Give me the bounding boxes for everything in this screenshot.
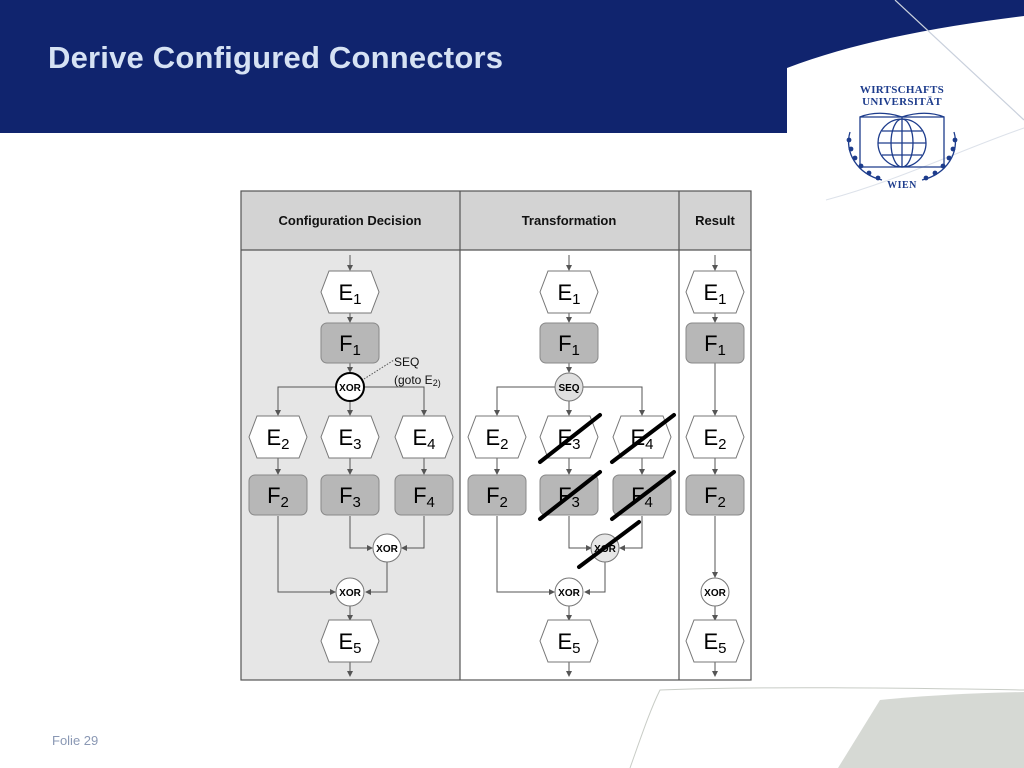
strikethrough-f3 — [538, 470, 602, 521]
strikethrough-marks — [538, 413, 676, 569]
header-cell-bg — [679, 191, 751, 250]
node-label: F2 — [267, 483, 289, 511]
strikethrough-e4 — [610, 413, 676, 464]
function-node-f3: F3 — [320, 474, 380, 516]
event-node-e5: E5 — [320, 619, 380, 663]
header-band — [0, 0, 787, 133]
footer-swoosh-line — [629, 687, 1024, 768]
node-label: E5 — [703, 629, 726, 657]
event-node-e3: E3 — [320, 415, 380, 459]
connector-label: XOR — [376, 544, 398, 555]
column-header-transformation: Transformation — [522, 213, 617, 228]
event-node-e1: E1 — [539, 270, 599, 314]
event-node-e2: E2 — [685, 415, 745, 459]
node-label: E2 — [485, 425, 508, 453]
function-node-f2: F2 — [248, 474, 308, 516]
node-label: E3 — [338, 425, 361, 453]
strikethrough-e3 — [538, 413, 602, 464]
university-logo: WIRTSCHAFTS UNIVERSITÄT WIEN — [832, 82, 972, 206]
annotation-goto-prefix: (goto E — [394, 373, 433, 387]
strikethrough-f4 — [610, 470, 676, 521]
node-label: E1 — [703, 280, 726, 308]
logo-text-line1: WIRTSCHAFTS — [859, 84, 945, 96]
connector-label: SEQ — [558, 383, 579, 394]
panel-transformation — [494, 255, 645, 677]
node-label: E2 — [703, 425, 726, 453]
node-label: E5 — [338, 629, 361, 657]
function-node-f2: F2 — [685, 474, 745, 516]
connector-xor: XOR — [554, 577, 584, 607]
node-label: E4 — [412, 425, 435, 453]
node-label: F4 — [413, 483, 435, 511]
node-label: F2 — [704, 483, 726, 511]
slide-footer: Folie 29 — [52, 733, 99, 748]
node-label: E1 — [338, 280, 361, 308]
node-label: F3 — [339, 483, 361, 511]
slide-title: Derive Configured Connectors — [48, 40, 504, 75]
header-swoosh-line — [894, 0, 1024, 121]
node-label: F1 — [558, 331, 580, 359]
logo-text-line2: UNIVERSITÄT — [862, 96, 942, 108]
connector-xor: XOR — [700, 577, 730, 607]
event-node-e5: E5 — [539, 619, 599, 663]
connector-label: XOR — [339, 588, 361, 599]
header-wave — [787, 0, 1024, 68]
connector-xor: XOR — [372, 533, 402, 563]
strikethrough-xor — [577, 520, 641, 569]
function-node-f1: F1 — [685, 322, 745, 364]
event-node-e5: E5 — [685, 619, 745, 663]
node-label: F1 — [339, 331, 361, 359]
panel-configuration-decision — [275, 255, 427, 677]
event-node-e2: E2 — [467, 415, 527, 459]
logo-text-line3: WIEN — [887, 180, 917, 191]
connector-xor: XOR — [335, 372, 365, 402]
annotation-goto-subscript: 2) — [433, 378, 441, 388]
node-label: E2 — [266, 425, 289, 453]
connector-label: XOR — [704, 588, 726, 599]
header-cell-bg — [241, 191, 460, 250]
annotation-goto: (goto E2) — [394, 373, 441, 388]
event-node-e1: E1 — [685, 270, 745, 314]
event-node-e1: E1 — [320, 270, 380, 314]
annotation-seq: SEQ — [394, 355, 419, 369]
connector-label: XOR — [339, 383, 361, 394]
event-node-e2: E2 — [248, 415, 308, 459]
connector-seq: SEQ — [554, 372, 584, 402]
function-node-f1: F1 — [320, 322, 380, 364]
footer-wave — [838, 692, 1024, 768]
connector-xor: XOR — [335, 577, 365, 607]
function-node-f4: F4 — [394, 474, 454, 516]
header-cell-bg — [460, 191, 679, 250]
globe-emblem-icon — [846, 112, 958, 181]
table-border — [240, 190, 752, 681]
node-label: E5 — [557, 629, 580, 657]
event-node-e4: E4 — [394, 415, 454, 459]
node-label: F2 — [486, 483, 508, 511]
connector-label: XOR — [558, 588, 580, 599]
node-label: F1 — [704, 331, 726, 359]
function-node-f2: F2 — [467, 474, 527, 516]
column-header-result: Result — [695, 213, 735, 228]
column-header-configuration-decision: Configuration Decision — [279, 213, 422, 228]
function-node-f1: F1 — [539, 322, 599, 364]
header-swoosh-line — [825, 127, 1024, 201]
node-label: E1 — [557, 280, 580, 308]
